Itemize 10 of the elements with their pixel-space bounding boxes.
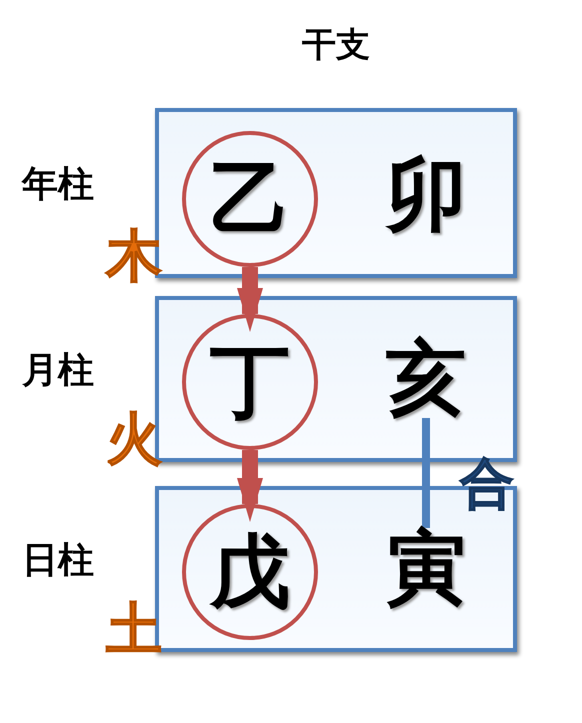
row-heading: 日柱 [22,543,94,579]
row-heading: 月柱 [22,353,94,389]
branch-character: 卯 [381,155,471,235]
row-heading: 年柱 [22,167,94,203]
branch-character: 亥 [381,338,471,418]
branch-character: 寅 [381,528,471,608]
title: 干支 [301,24,371,67]
stem-character: 丁 [210,342,290,422]
stem-character: 戊 [210,532,290,612]
stem-character: 乙 [210,159,290,239]
